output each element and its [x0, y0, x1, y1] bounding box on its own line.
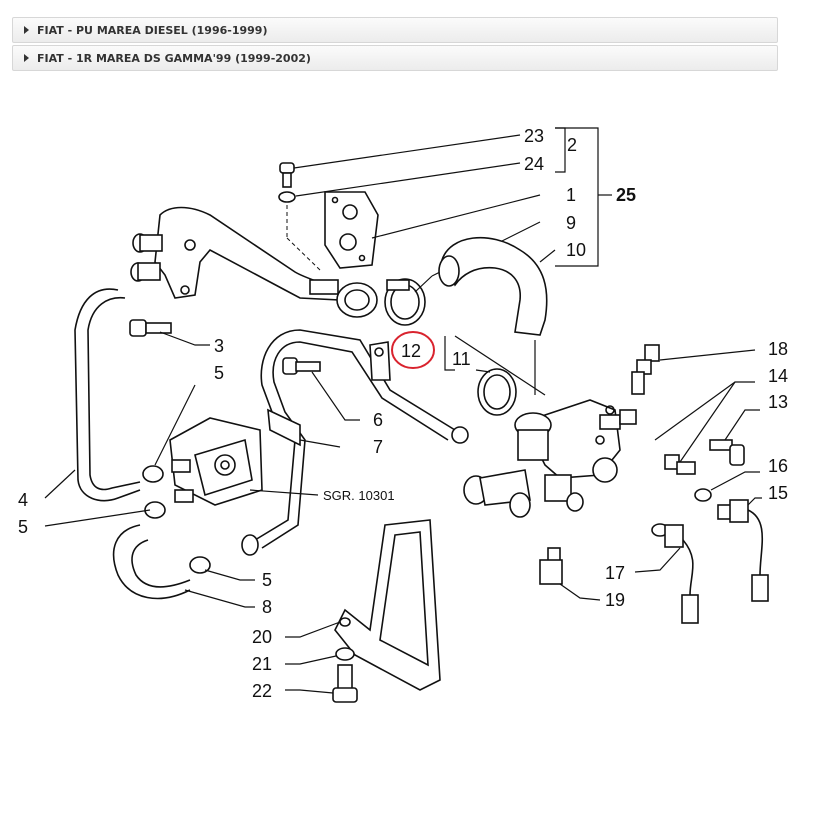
washer-16 — [694, 488, 712, 502]
bolt-23 — [278, 162, 321, 271]
sensor-18 — [631, 344, 660, 395]
callout-13: 13 — [768, 392, 788, 412]
callout-18: 18 — [768, 339, 788, 359]
hose-4 — [74, 288, 141, 502]
callout-14: 14 — [768, 366, 788, 386]
coolant-hose-10 — [438, 236, 548, 336]
hose-clamp-5b — [144, 501, 166, 519]
callout-3: 3 — [214, 336, 224, 356]
hose-clamp-9 — [384, 278, 426, 326]
callout-21: 21 — [252, 654, 272, 674]
callout-7: 7 — [373, 437, 383, 457]
thermostat-housing — [454, 335, 637, 518]
callout-23: 23 — [524, 126, 544, 146]
accordion-label: FIAT - 1R MAREA DS GAMMA'99 (1999-2002) — [37, 51, 311, 65]
bolt-3 — [129, 319, 172, 337]
callout-22: 22 — [252, 681, 272, 701]
bracket-6 — [282, 341, 391, 381]
hose-clamp-5c — [189, 556, 211, 574]
accordion-item-1r-marea-ds[interactable]: FIAT - 1R MAREA DS GAMMA'99 (1999-2002) — [12, 45, 778, 71]
callout-4: 4 — [18, 490, 28, 510]
callout-24: 24 — [524, 154, 544, 174]
bolt-22 — [332, 664, 358, 703]
callout-11: 11 — [452, 349, 471, 369]
callout-10: 10 — [566, 240, 586, 260]
coolant-pipe-assembly — [130, 206, 378, 318]
sensor-14 — [664, 454, 696, 475]
callout-15: 15 — [768, 483, 788, 503]
callout-5-bottom: 5 — [262, 570, 272, 590]
callout-sgr-10301: SGR. 10301 — [323, 488, 395, 503]
oil-cooler — [169, 417, 263, 506]
o-ring-11 — [477, 368, 517, 416]
caret-right-icon — [24, 26, 29, 34]
caret-right-icon — [24, 54, 29, 62]
metal-pipe-7 — [241, 329, 469, 556]
hose-8 — [112, 524, 191, 600]
bolt-13 — [709, 439, 745, 466]
callout-20: 20 — [252, 627, 272, 647]
callout-19: 19 — [605, 590, 625, 610]
callout-16: 16 — [768, 456, 788, 476]
callout-6: 6 — [373, 410, 383, 430]
sensor-15 — [717, 499, 769, 602]
callout-2: 2 — [567, 135, 577, 155]
callout-25: 25 — [616, 185, 636, 205]
gasket-1 — [324, 191, 379, 269]
callout-8: 8 — [262, 597, 272, 617]
accordion-item-pu-marea-diesel[interactable]: FIAT - PU MAREA DIESEL (1996-1999) — [12, 17, 778, 43]
sensor-19 — [539, 547, 563, 585]
washer-21 — [335, 647, 355, 661]
callout-12: 12 — [401, 341, 421, 361]
sensor-17 — [651, 523, 699, 624]
callout-5-top: 5 — [214, 363, 224, 383]
callout-5-left: 5 — [18, 517, 28, 537]
callout-9: 9 — [566, 213, 576, 233]
hose-clamp-5a — [142, 465, 164, 483]
accordion-label: FIAT - PU MAREA DIESEL (1996-1999) — [37, 23, 268, 37]
highlight-circle-12 — [391, 331, 435, 369]
callout-1: 1 — [566, 185, 576, 205]
callout-17: 17 — [605, 563, 625, 583]
